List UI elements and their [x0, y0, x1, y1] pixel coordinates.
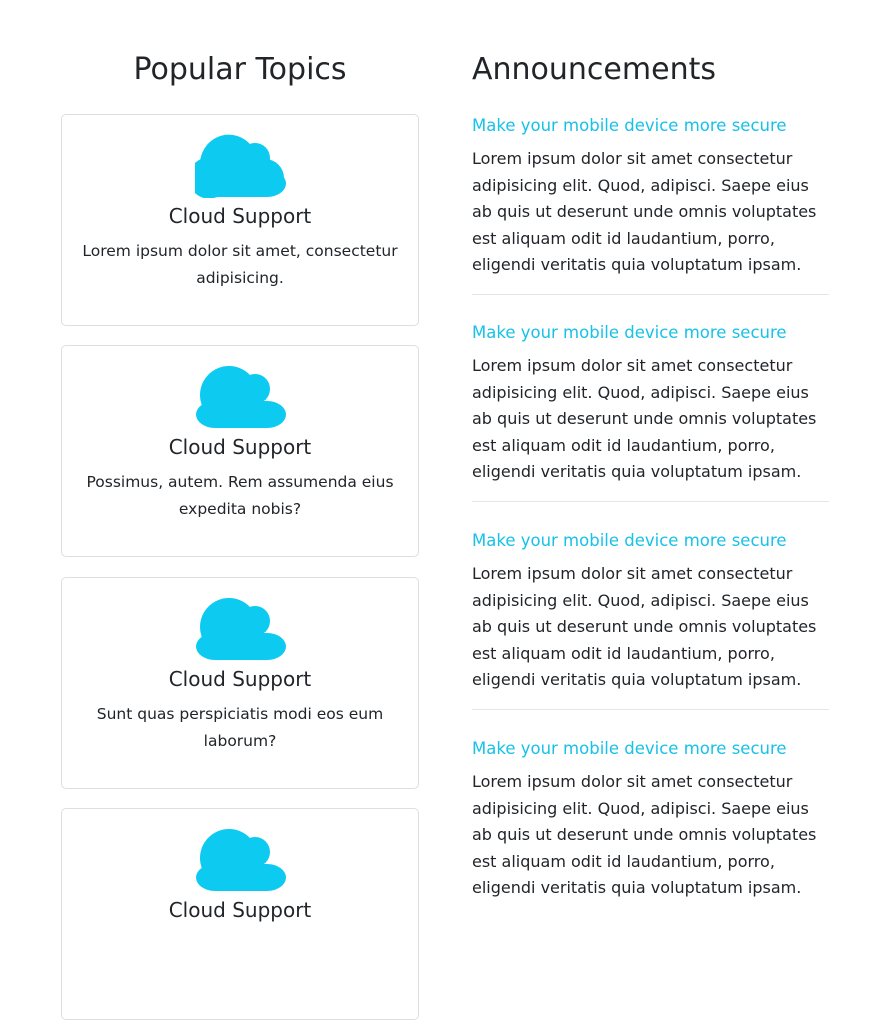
announcement-item: Make your mobile device more secure Lore… — [472, 321, 829, 486]
announcement-item: Make your mobile device more secure Lore… — [472, 114, 829, 279]
topic-card[interactable]: Cloud Support Possimus, autem. Rem assum… — [61, 345, 419, 557]
announcement-text: Lorem ipsum dolor sit amet consectetur a… — [472, 772, 817, 897]
divider — [472, 294, 829, 295]
topic-description: Possimus, autem. Rem assumenda eius expe… — [86, 473, 394, 518]
announcement-link[interactable]: Make your mobile device more secure — [472, 323, 787, 342]
topic-title: Cloud Support — [168, 435, 312, 459]
popular-topics-heading: Popular Topics — [133, 52, 347, 87]
announcement-link[interactable]: Make your mobile device more secure — [472, 116, 787, 135]
topic-title: Cloud Support — [168, 667, 312, 691]
topic-title: Cloud Support — [168, 204, 312, 228]
topic-card[interactable]: Cloud Support Lorem ipsum dolor sit amet… — [61, 114, 419, 326]
announcement-text: Lorem ipsum dolor sit amet consectetur a… — [472, 149, 817, 274]
announcement-item: Make your mobile device more secure Lore… — [472, 529, 829, 694]
cloud-icon — [196, 366, 286, 428]
cloud-icon — [196, 829, 286, 891]
announcement-item: Make your mobile device more secure Lore… — [472, 737, 829, 902]
divider — [472, 501, 829, 502]
divider — [472, 709, 829, 710]
topic-card[interactable]: Cloud Support Sunt quas perspiciatis mod… — [61, 577, 419, 789]
topic-card[interactable]: Cloud Support — [61, 808, 419, 1020]
announcement-link[interactable]: Make your mobile device more secure — [472, 739, 787, 758]
announcement-link[interactable]: Make your mobile device more secure — [472, 531, 787, 550]
announcement-text: Lorem ipsum dolor sit amet consectetur a… — [472, 564, 817, 689]
cloud-icon — [195, 134, 286, 198]
topic-title: Cloud Support — [168, 898, 312, 922]
topic-description: Lorem ipsum dolor sit amet, consectetur … — [82, 242, 398, 287]
announcement-text: Lorem ipsum dolor sit amet consectetur a… — [472, 356, 817, 481]
topic-description: Sunt quas perspiciatis modi eos eum labo… — [96, 705, 384, 750]
announcements-heading: Announcements — [472, 52, 716, 87]
cloud-icon — [196, 598, 286, 660]
